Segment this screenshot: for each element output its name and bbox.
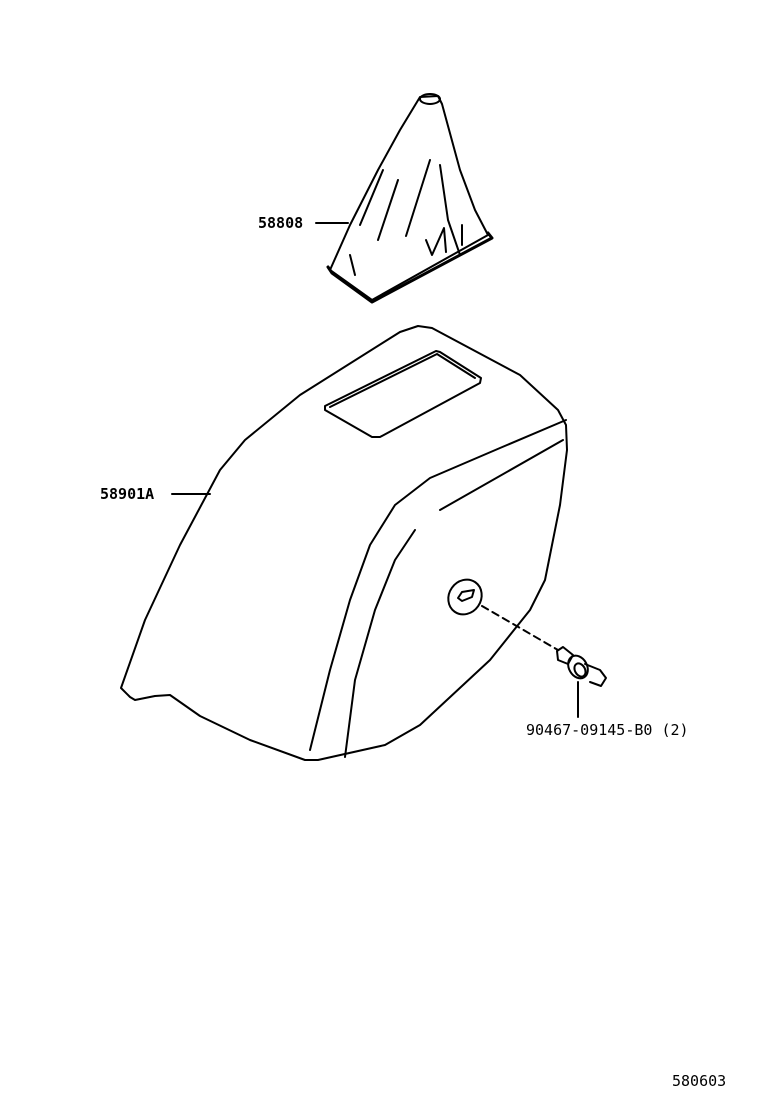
- mounting-hole-drawing: [447, 578, 483, 616]
- part-label-shift-boot[interactable]: 58808: [258, 214, 304, 232]
- part-label-clip[interactable]: 90467-09145-B0 (2): [526, 721, 689, 739]
- shift-boot-drawing: [326, 93, 494, 304]
- part-label-console-box[interactable]: 58901A: [100, 485, 155, 503]
- assembly-dashed-line: [481, 605, 559, 651]
- clip-drawing: [556, 646, 607, 718]
- console-box-drawing: [120, 325, 568, 761]
- figure-code: 580603: [672, 1072, 727, 1090]
